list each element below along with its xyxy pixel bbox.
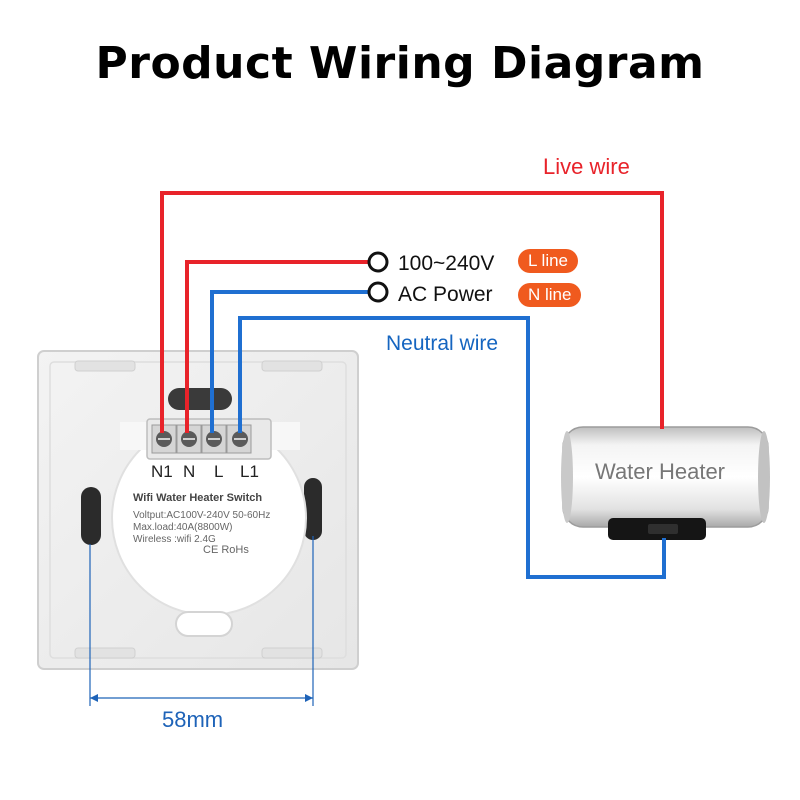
water-heater-label: Water Heater (595, 459, 726, 484)
n-line-badge: N line (518, 283, 582, 307)
neutral-wire-label: Neutral wire (386, 332, 499, 355)
width-dimension-label: 58mm (162, 707, 224, 732)
n-line-wire (210, 290, 368, 433)
certification-marks: CE RoHs (203, 544, 249, 556)
terminal-label-n: N (183, 462, 196, 481)
ac-power-label: AC Power (398, 283, 493, 306)
live-wire-label: Live wire (543, 154, 630, 179)
wireless-spec: Wireless :wifi 2.4G (133, 534, 216, 545)
live-wire (160, 191, 664, 433)
mount-slot-left (81, 487, 101, 545)
power-input-n (367, 281, 389, 303)
dimension-marker (89, 536, 314, 706)
l-line-wire (185, 260, 368, 433)
neutral-wire (238, 316, 666, 579)
power-input-l (367, 251, 389, 273)
terminal-label-n1: N1 (151, 462, 173, 481)
terminal-screws (151, 424, 252, 454)
bottom-slot (175, 611, 233, 637)
voltage-label: 100~240V (398, 252, 495, 275)
top-slot (168, 388, 232, 410)
plate-inner-edge (49, 361, 347, 659)
diagram-title: Product Wiring Diagram (95, 38, 705, 89)
terminal-label-l1: L1 (240, 462, 259, 481)
voltage-spec: Voltput:AC100V-240V 50-60Hz (133, 510, 271, 521)
l-line-badge: L line (518, 249, 579, 273)
mount-slot-right (304, 478, 322, 540)
product-name: Wifi Water Heater Switch (133, 492, 263, 504)
load-spec: Max.load:40A(8800W) (133, 522, 233, 533)
terminal-label-l: L (214, 462, 224, 481)
